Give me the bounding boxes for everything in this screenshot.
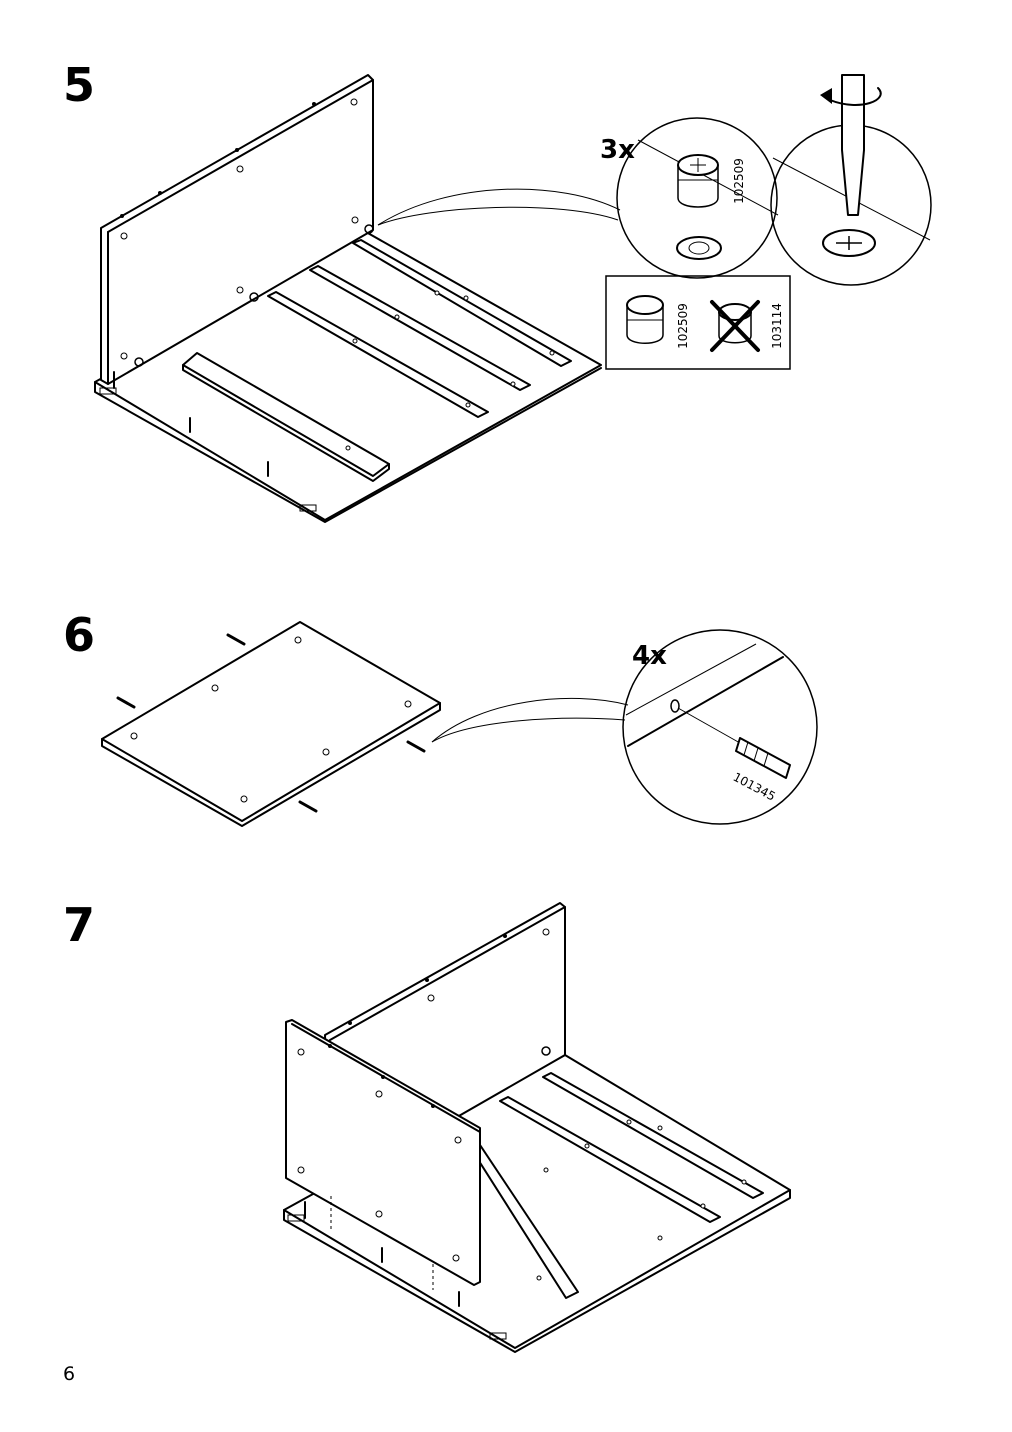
cam-lock-comparison-box	[605, 275, 791, 370]
step-7-illustration	[283, 902, 791, 1353]
dowel-detail	[622, 629, 818, 825]
step-5-number: 5	[63, 58, 96, 112]
step-6-quantity: 4x	[632, 641, 667, 671]
page-number: 6	[63, 1363, 76, 1385]
step-7-number: 7	[63, 898, 96, 952]
cam-lock-detail	[616, 117, 779, 279]
step-6-number: 6	[63, 608, 96, 662]
screwdriver-detail	[770, 74, 932, 286]
step-6-illustration	[101, 621, 441, 827]
step-5-quantity: 3x	[600, 135, 635, 165]
step-5-illustration	[94, 74, 602, 523]
